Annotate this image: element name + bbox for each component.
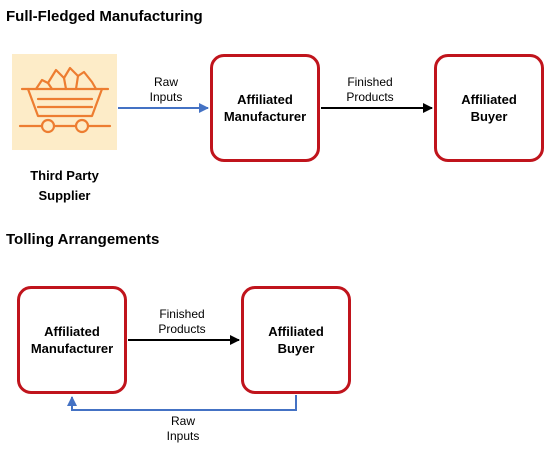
affiliated-buyer-box-1: Affiliated Buyer (434, 54, 544, 162)
supplier-label-line1: Third Party (30, 168, 99, 183)
affiliated-buyer-box-2: Affiliated Buyer (241, 286, 351, 394)
buyer-1-line1: Affiliated (461, 92, 517, 107)
manufacturer-1-line2: Manufacturer (223, 109, 307, 124)
buyer-2-line2: Buyer (277, 341, 315, 356)
finished-products-label-2: Finished Products (146, 307, 218, 337)
finished-products-label-1: Finished Products (334, 75, 406, 105)
manufacturer-1-line1: Affiliated (237, 92, 293, 107)
supplier-icon-tile (12, 54, 117, 150)
buyer-2-line1: Affiliated (268, 324, 324, 339)
finished-products-label-1-line1: Finished (347, 75, 393, 89)
raw-inputs-label-2-line2: Inputs (166, 429, 200, 443)
raw-inputs-label-1-line2: Inputs (149, 90, 183, 104)
finished-products-label-1-line2: Products (346, 90, 394, 104)
supplier-label: Third Party Supplier (12, 166, 117, 206)
raw-inputs-label-1: Raw Inputs (136, 75, 196, 105)
mine-cart-icon (18, 66, 112, 134)
affiliated-manufacturer-box-1: Affiliated Manufacturer (210, 54, 320, 162)
supplier-label-line2: Supplier (38, 188, 91, 203)
manufacturer-2-line2: Manufacturer (30, 341, 114, 356)
raw-inputs-label-1-line1: Raw (153, 75, 178, 89)
manufacturer-2-line1: Affiliated (44, 324, 100, 339)
finished-products-label-2-line1: Finished (159, 307, 205, 321)
raw-inputs-label-2-line1: Raw (170, 414, 195, 428)
finished-products-label-2-line2: Products (158, 322, 206, 336)
affiliated-manufacturer-box-2: Affiliated Manufacturer (17, 286, 127, 394)
section-title-tolling: Tolling Arrangements (6, 231, 160, 248)
raw-inputs-return-arrow (67, 395, 297, 411)
section-title-full-fledged: Full-Fledged Manufacturing (6, 8, 203, 25)
raw-inputs-label-2: Raw Inputs (153, 414, 213, 444)
buyer-1-line2: Buyer (470, 109, 508, 124)
